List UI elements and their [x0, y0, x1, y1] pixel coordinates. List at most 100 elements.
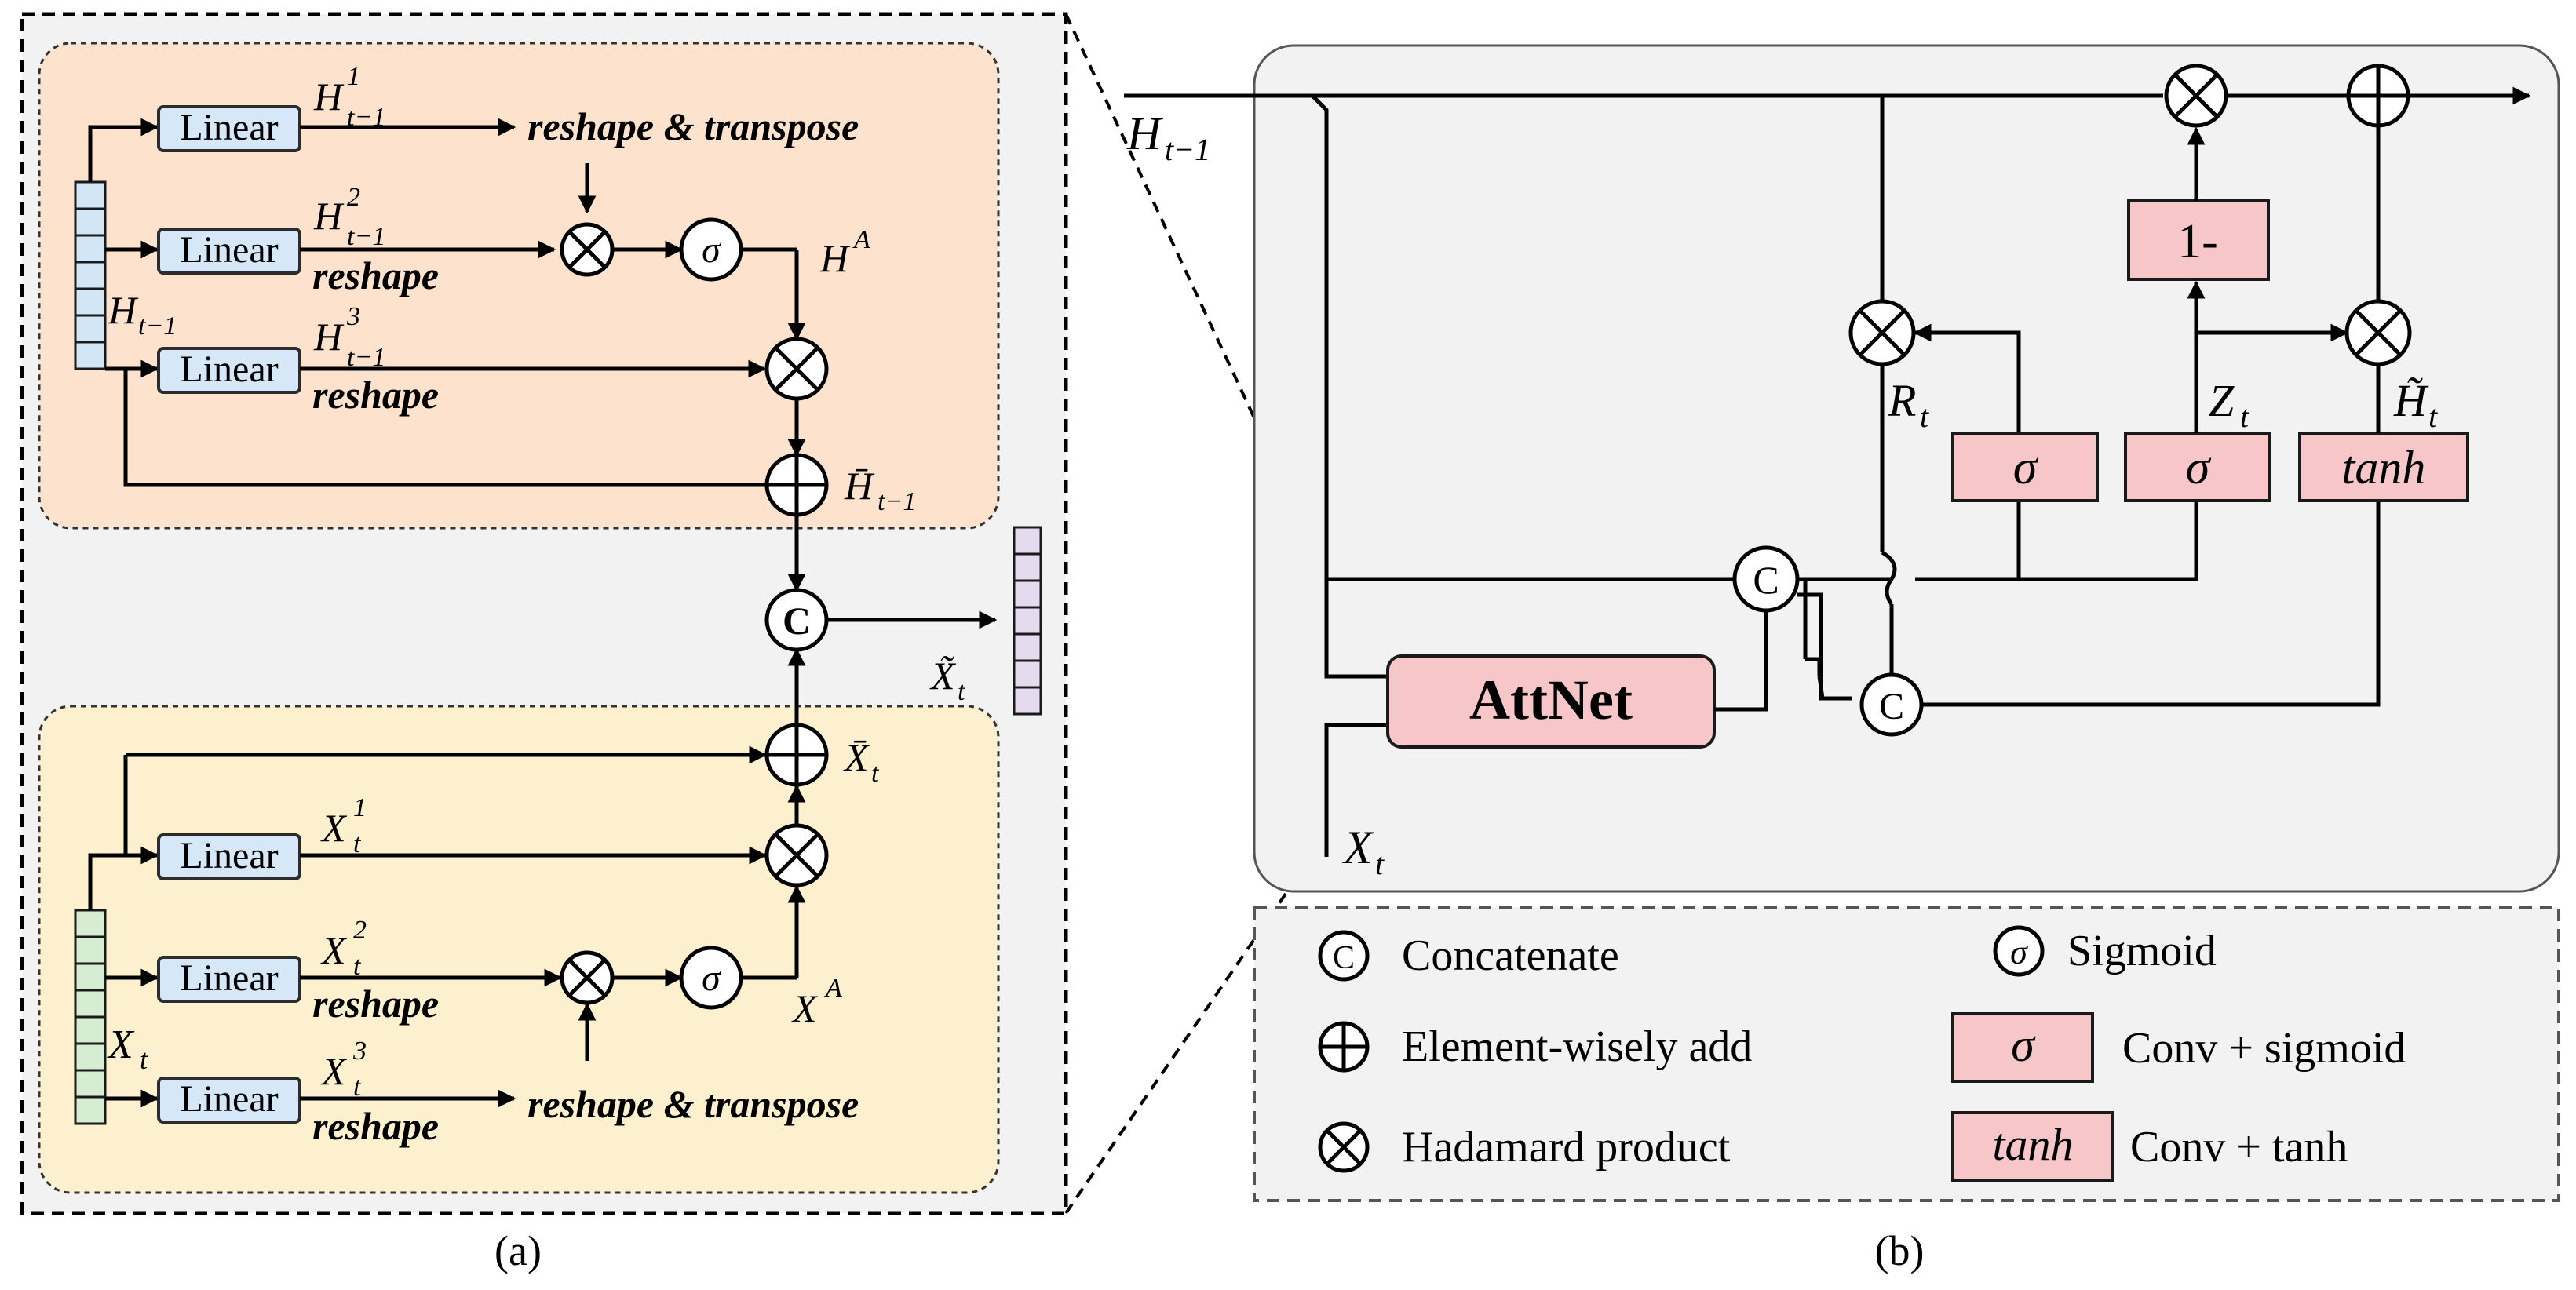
update-gate-conv-sigmoid: σ [2124, 432, 2271, 502]
panel-a: Linear Linear Linear reshape & transpose… [20, 12, 1068, 1274]
b-concat-op-1: C [1732, 545, 1800, 613]
svg-text:Conv + sigmoid: Conv + sigmoid [2122, 1024, 2406, 1073]
h1-label: H 1 t−1 [313, 62, 385, 132]
svg-text:Linear: Linear [180, 1078, 278, 1120]
legend-add-item: Element-wisely add [1318, 1021, 1752, 1073]
svg-text:t: t [353, 829, 362, 858]
svg-text:t−1: t−1 [347, 343, 385, 372]
h-attention-block [38, 42, 1000, 530]
svg-text:AttNet: AttNet [1469, 669, 1633, 731]
svg-text:X: X [320, 928, 348, 972]
x-input-label: X t [107, 1022, 148, 1075]
candidate-conv-tanh: tanh [2298, 432, 2469, 502]
svg-text:X: X [791, 986, 819, 1030]
svg-text:σ: σ [702, 957, 722, 999]
svg-text:Z: Z [2209, 375, 2235, 426]
svg-text:R: R [1888, 375, 1916, 426]
h-linear-2: Linear [157, 228, 301, 275]
svg-text:2: 2 [353, 916, 367, 945]
r-label: R t [1888, 375, 1929, 434]
svg-text:t: t [1375, 846, 1385, 881]
svg-text:H: H [819, 236, 851, 280]
legend-hadamard-item: Hadamard product [1318, 1121, 1731, 1173]
svg-text:C: C [1753, 558, 1779, 602]
a-output-tensor [1013, 526, 1042, 716]
svg-text:σ: σ [2186, 441, 2212, 494]
x-linear-1: Linear [157, 833, 301, 880]
svg-text:X̃: X̃ [929, 654, 957, 698]
svg-text:Linear: Linear [180, 348, 278, 390]
svg-text:1: 1 [353, 793, 367, 822]
svg-text:σ: σ [2011, 1019, 2036, 1071]
h-input-tensor [74, 180, 107, 370]
panel-b: H t−1 X t AttNet C [1124, 44, 2560, 893]
h-reshape-label-2: reshape [312, 253, 439, 297]
a-concat-op: C [764, 588, 829, 652]
h-attention-label: H A [819, 225, 870, 280]
svg-text:t−1: t−1 [347, 222, 385, 251]
legend: C Concatenate σ Sigmoid Element-wisely a… [1253, 906, 2560, 1202]
h-in-label: H t−1 [1126, 108, 1210, 167]
svg-text:3: 3 [346, 302, 360, 331]
svg-text:Hadamard product: Hadamard product [1402, 1123, 1731, 1172]
x-linear-2: Linear [157, 956, 301, 1003]
svg-text:t: t [2428, 399, 2438, 434]
svg-text:t−1: t−1 [138, 312, 177, 341]
svg-text:X: X [320, 806, 348, 850]
svg-text:A: A [824, 974, 842, 1003]
panel-b-caption: (b) [1875, 1227, 1925, 1274]
h-sigmoid-op: σ [679, 217, 743, 282]
svg-text:C: C [783, 599, 811, 643]
svg-text:C: C [1879, 686, 1904, 727]
legend-conv-tanh-item: tanh Conv + tanh [1951, 1111, 2348, 1182]
one-minus-block: 1- [2127, 199, 2270, 281]
svg-text:t: t [871, 759, 880, 788]
legend-conv-sigmoid-item: σ Conv + sigmoid [1951, 1012, 2406, 1083]
x-sigmoid-op: σ [679, 946, 743, 1010]
svg-text:C: C [1333, 940, 1355, 976]
svg-text:H̄: H̄ [844, 464, 875, 508]
x-bar-label: X̄ t [843, 735, 880, 788]
x-add-op [764, 723, 829, 787]
svg-text:t: t [1920, 399, 1929, 434]
svg-text:Linear: Linear [180, 957, 278, 999]
svg-text:Concatenate: Concatenate [1402, 931, 1619, 980]
x-linear-3: Linear [157, 1077, 301, 1124]
legend-frame [1253, 906, 2560, 1202]
b-concat-op-2: C [1859, 672, 1924, 737]
svg-text:3: 3 [352, 1037, 367, 1066]
svg-text:Linear: Linear [180, 229, 278, 271]
top-hadamard-op [2164, 64, 2228, 128]
h-add-op [764, 453, 829, 517]
x-reshape-label-3: reshape [312, 1104, 439, 1148]
svg-text:t−1: t−1 [1165, 132, 1210, 167]
legend-sigmoid-item: σ Sigmoid [1993, 925, 2217, 977]
svg-text:X̄: X̄ [843, 735, 870, 779]
svg-text:H: H [313, 75, 345, 118]
svg-text:Conv + tanh: Conv + tanh [2130, 1123, 2348, 1172]
reset-gate-conv-sigmoid: σ [1951, 432, 2099, 502]
x3-label: X 3 t [320, 1037, 367, 1102]
x-tilde-label: X̃ t [929, 654, 966, 706]
h-linear-3: Linear [157, 347, 301, 394]
svg-text:X: X [1342, 822, 1374, 873]
svg-text:A: A [852, 225, 870, 254]
h-tilde-label: H̃ t [2393, 375, 2438, 434]
svg-text:H̃: H̃ [2393, 375, 2429, 426]
x-in-label: X t [1342, 822, 1385, 881]
x-reshape-transpose-label: reshape & transpose [527, 1082, 859, 1126]
x1-label: X 1 t [320, 793, 367, 858]
svg-text:H: H [313, 194, 345, 238]
x-input-tensor [74, 909, 107, 1125]
h-hadamard-op-1 [560, 222, 615, 277]
x-hadamard-op-1 [560, 950, 615, 1005]
x2-label: X 2 t [320, 916, 367, 981]
svg-text:tanh: tanh [1992, 1119, 2073, 1170]
svg-text:H: H [1126, 108, 1164, 159]
x-attention-block [38, 705, 1000, 1194]
h-input-label: H t−1 [108, 288, 177, 341]
svg-text:Linear: Linear [180, 835, 278, 876]
top-add-op [2346, 64, 2410, 128]
attnet-block: AttNet [1386, 654, 1716, 749]
svg-text:σ: σ [2013, 441, 2039, 494]
